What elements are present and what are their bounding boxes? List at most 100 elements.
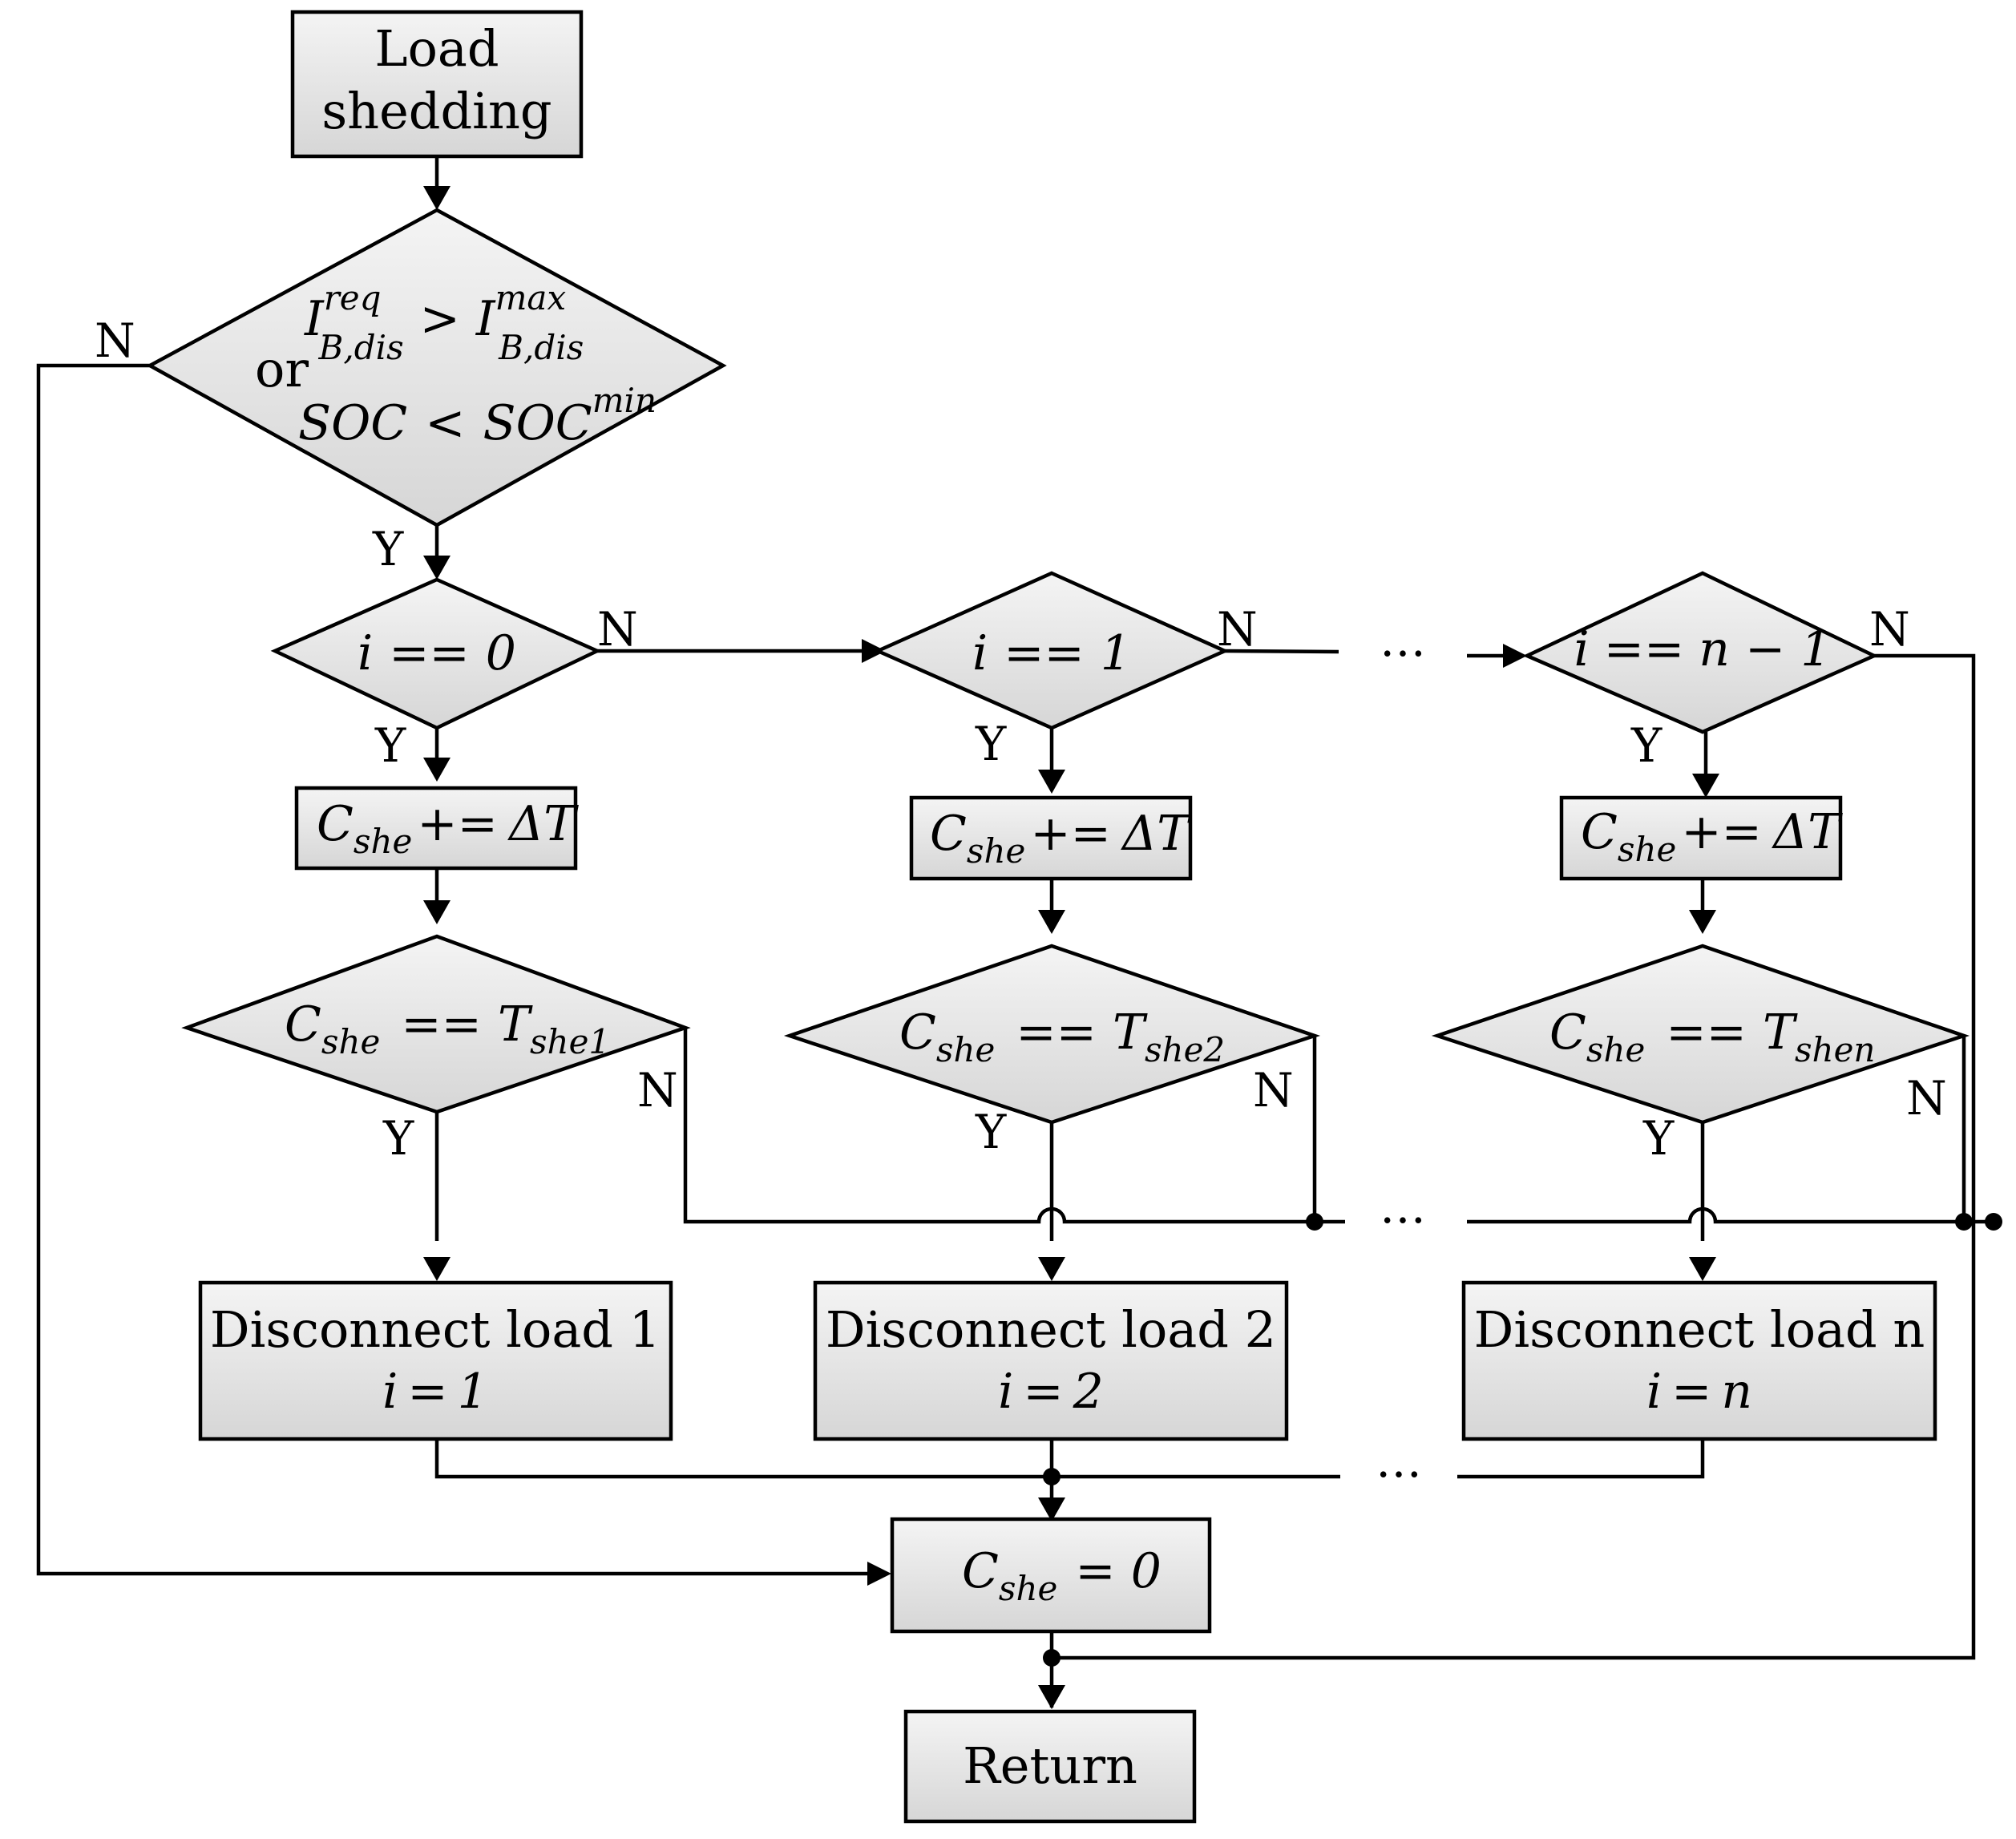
cond-soc-right: SOC bbox=[483, 395, 592, 451]
check-0-op: == bbox=[389, 625, 470, 681]
label-yes: Y bbox=[975, 1105, 1007, 1159]
compare-1-expr: Cshe==Tshe1 bbox=[285, 996, 610, 1061]
check-0-node: i==0 bbox=[270, 577, 602, 730]
start-node: Load shedding bbox=[290, 10, 584, 159]
edge-disc-merge-1 bbox=[434, 1439, 1340, 1479]
edge-disc-merge-n bbox=[1457, 1439, 1705, 1479]
label-yes: Y bbox=[372, 522, 404, 576]
label-no: N bbox=[637, 1063, 678, 1118]
check-1-var: i bbox=[972, 625, 988, 681]
disc1-val: 1 bbox=[458, 1364, 488, 1420]
arrowhead bbox=[423, 186, 450, 210]
edge-check1-no bbox=[1224, 649, 1339, 654]
return-box bbox=[903, 1709, 1197, 1824]
cond-sub-left: B,dis bbox=[318, 328, 404, 367]
ellipsis-top: … bbox=[1380, 612, 1426, 667]
arrowhead bbox=[1038, 1497, 1065, 1522]
discn-val: n bbox=[1721, 1364, 1752, 1420]
cmp2-op: == bbox=[1016, 1004, 1097, 1061]
reset-sub: she bbox=[999, 1569, 1057, 1608]
compare-2-diamond bbox=[783, 944, 1321, 1125]
check-1-node: i==1 bbox=[873, 571, 1230, 730]
increment-1-expr: Cshe+=ΔT bbox=[317, 796, 579, 861]
cond-sup-left: req bbox=[324, 278, 382, 317]
cmpn-C: C bbox=[1549, 1004, 1586, 1061]
compare-2-node: Cshe==Tshe2 bbox=[783, 944, 1321, 1125]
junction-dot bbox=[1306, 1213, 1323, 1231]
compare-n-node: Cshe==Tshen bbox=[1431, 944, 1970, 1125]
cmpn-T: T bbox=[1763, 1004, 1798, 1061]
arrowhead bbox=[423, 1257, 450, 1281]
check-0-diamond bbox=[270, 577, 602, 730]
condition-or: or bbox=[255, 340, 309, 398]
increment-n-node: Cshe+=ΔT bbox=[1559, 795, 1843, 881]
arrowhead bbox=[1689, 1257, 1716, 1281]
arrowhead bbox=[423, 758, 450, 782]
compare-1-node: Cshe==Tshe1 bbox=[181, 934, 691, 1114]
cmp1-tsub: she1 bbox=[530, 1022, 610, 1061]
compare-1-diamond bbox=[181, 934, 691, 1114]
reset-expr: Cshe= 0 bbox=[962, 1543, 1162, 1608]
compare-2-expr: Cshe==Tshe2 bbox=[899, 1004, 1225, 1069]
arrowhead bbox=[1038, 910, 1065, 934]
check-n1-op: == bbox=[1604, 621, 1685, 677]
reset-box bbox=[890, 1517, 1212, 1634]
arrowhead bbox=[423, 900, 450, 924]
start-label-line2: shedding bbox=[321, 82, 551, 140]
disconnect-1-node: Disconnect load 1 i=1 bbox=[198, 1280, 673, 1441]
compare-n-expr: Cshe==Tshen bbox=[1549, 1004, 1875, 1069]
cond-sup-right: max bbox=[495, 278, 567, 317]
cmp2-sub: she bbox=[936, 1030, 995, 1069]
disconnect-1-label: Disconnect load 1 bbox=[210, 1300, 661, 1359]
junction-dot bbox=[1043, 1468, 1061, 1485]
increment-2-expr: Cshe+=ΔT bbox=[930, 806, 1192, 871]
inc2-sub: she bbox=[967, 831, 1025, 871]
arrowhead bbox=[1692, 774, 1719, 798]
condition-expr-line3: SOC<SOCmin bbox=[298, 381, 657, 451]
edge-cmp-no-rail-1 bbox=[683, 1028, 1345, 1224]
check-1-expr: i==1 bbox=[972, 625, 1131, 681]
incn-rhs: ΔT bbox=[1772, 804, 1843, 860]
compare-n-diamond bbox=[1431, 944, 1970, 1125]
check-0-expr: i==0 bbox=[358, 625, 516, 681]
disconnect-1-box bbox=[198, 1280, 673, 1441]
start-label-line1: Load bbox=[374, 19, 499, 78]
incn-C: C bbox=[1581, 804, 1618, 860]
inc2-C: C bbox=[930, 806, 967, 862]
inc1-rhs: ΔT bbox=[507, 796, 579, 852]
ellipsis-middle: … bbox=[1380, 1179, 1426, 1234]
increment-2-box bbox=[909, 795, 1193, 881]
increment-n-expr: Cshe+=ΔT bbox=[1581, 804, 1843, 869]
start-box bbox=[290, 10, 584, 159]
inc1-C: C bbox=[317, 796, 354, 852]
edge-cmp-no-rail-2 bbox=[1467, 1206, 1994, 1224]
increment-1-box bbox=[294, 786, 578, 871]
check-n1-diamond bbox=[1522, 571, 1879, 734]
arrowhead bbox=[1689, 910, 1716, 934]
label-no: N bbox=[95, 313, 135, 368]
edge-condition-no bbox=[36, 363, 874, 1576]
cond-soc-sup: min bbox=[592, 381, 657, 420]
cmp2-tsub: she2 bbox=[1145, 1030, 1225, 1069]
cond-I-left: I bbox=[304, 291, 325, 347]
check-1-op: == bbox=[1004, 625, 1085, 681]
incn-op: += bbox=[1681, 804, 1762, 860]
inc2-rhs: ΔT bbox=[1121, 806, 1192, 862]
disc2-eq: = bbox=[1023, 1364, 1063, 1420]
ellipses: … … … bbox=[1376, 612, 1426, 1488]
cmp1-op: == bbox=[401, 996, 482, 1053]
disconnect-2-assign: i=2 bbox=[998, 1364, 1104, 1420]
arrowhead bbox=[1038, 1257, 1065, 1281]
ellipsis-bottom: … bbox=[1376, 1433, 1422, 1488]
check-n1-val: n − 1 bbox=[1699, 621, 1831, 677]
disconnect-1-assign: i=1 bbox=[382, 1364, 488, 1420]
cond-op-gt: > bbox=[420, 291, 460, 347]
arrowhead bbox=[1038, 1685, 1065, 1709]
increment-2-node: Cshe+=ΔT bbox=[909, 795, 1193, 881]
label-no: N bbox=[597, 602, 638, 657]
cmpn-tsub: shen bbox=[1795, 1030, 1876, 1069]
cmp1-C: C bbox=[285, 996, 321, 1053]
